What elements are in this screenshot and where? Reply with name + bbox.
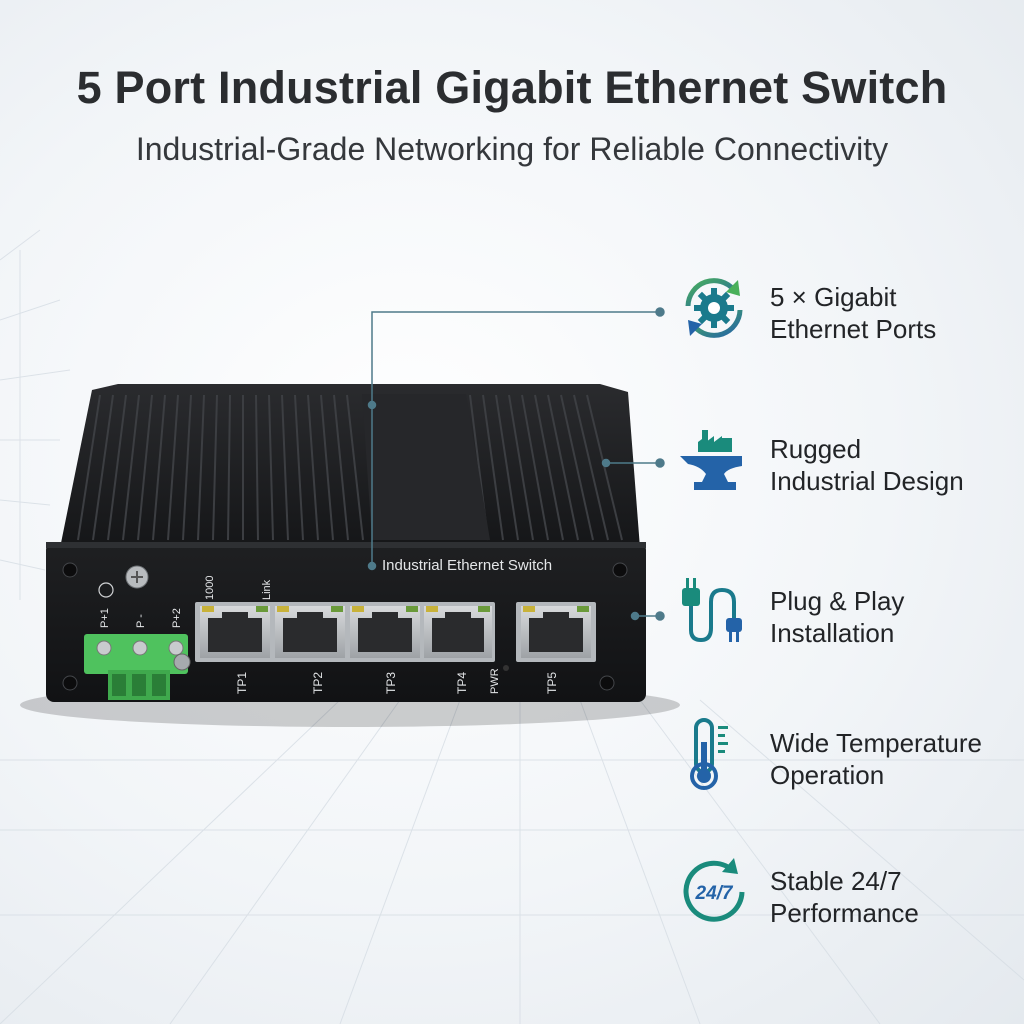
clock-icon-text: 24/7 xyxy=(695,883,734,904)
feature-plug-and-play: Plug & Play Installation xyxy=(676,574,1016,660)
port-label-tp1: TP1 xyxy=(235,672,249,694)
feature-label-line2: Ethernet Ports xyxy=(770,314,937,344)
page-title: 5 Port Industrial Gigabit Ethernet Switc… xyxy=(76,62,948,113)
port-label-tp2: TP2 xyxy=(311,672,325,694)
anvil-factory-icon xyxy=(680,430,742,490)
rj45-port-tp1 xyxy=(200,606,270,658)
port-label-tp3: TP3 xyxy=(384,672,398,694)
heatsink-fins xyxy=(77,394,623,541)
feature-stable-performance: 24/7 Stable 24/7 Performance xyxy=(676,854,1016,940)
power-label: PWR xyxy=(489,668,501,694)
power-plug-icon xyxy=(682,578,742,643)
feature-gigabit-ports: 5 × Gigabit Ethernet Ports xyxy=(676,270,1016,356)
rj45-port-tp2 xyxy=(275,606,345,658)
gear-cycle-icon xyxy=(685,278,743,338)
feature-label-line1: Wide Temperature xyxy=(770,728,982,758)
feature-rugged-design: Rugged Industrial Design xyxy=(676,422,1016,508)
rj45-port-tp3 xyxy=(350,606,420,658)
feature-label-line1: Stable 24/7 xyxy=(770,866,902,896)
terminal-label-p2: P+2 xyxy=(171,608,183,628)
feature-wide-temperature: Wide Temperature Operation xyxy=(676,716,1016,802)
feature-label-line2: Operation xyxy=(770,760,885,790)
feature-label-line1: 5 × Gigabit xyxy=(770,282,897,312)
terminal-label-pminus: P - xyxy=(135,614,147,628)
feature-label-line1: Rugged xyxy=(770,434,862,464)
device-name-label: Industrial Ethernet Switch xyxy=(382,557,552,574)
page-subtitle: Industrial-Grade Networking for Reliable… xyxy=(135,131,889,167)
feature-label-line1: Plug & Play xyxy=(770,586,905,616)
power-terminal-block xyxy=(84,634,191,700)
rj45-port-tp4 xyxy=(424,606,492,658)
terminal-label-p1: P+1 xyxy=(99,608,111,628)
feature-label-line2: Installation xyxy=(770,618,895,648)
port-label-tp5: TP5 xyxy=(545,672,559,694)
feature-label-line2: Industrial Design xyxy=(770,466,964,496)
clock-24-7-icon: 24/7 xyxy=(683,858,745,922)
feature-label-line2: Performance xyxy=(770,898,919,928)
callout-lines xyxy=(367,307,665,621)
thermometer-icon xyxy=(690,718,728,790)
rj45-port-tp5 xyxy=(516,602,596,662)
led-label-1000: 1000 xyxy=(204,576,216,600)
port-label-tp4: TP4 xyxy=(455,672,469,694)
led-label-link: Link xyxy=(261,579,273,600)
